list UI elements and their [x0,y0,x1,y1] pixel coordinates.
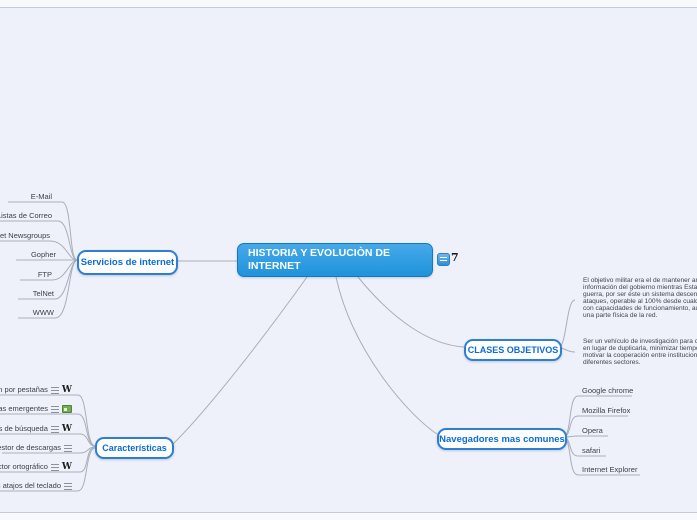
wikipedia-icon[interactable]: W [61,423,72,434]
topic-clases-objetivos[interactable]: CLASES OBJETIVOS [464,339,562,361]
leaf-topic-listas-de-correo[interactable]: Listas de Correo [0,211,52,220]
topic-navegadores-mas-comunes[interactable]: Navegadores mas comunes [437,428,567,450]
note-line: en lugar de duplicarla, minimizar tiempo [583,345,697,353]
leaf-topic-motores-de-busqueda[interactable]: Motores de búsqueda W [0,424,72,434]
notes-icon[interactable] [64,444,72,452]
leaf-topic-opera[interactable]: Opera [582,426,603,435]
topic-label: Características [102,443,167,453]
wikipedia-icon[interactable]: W [61,384,72,395]
notes-icon[interactable] [437,253,450,266]
leaf-topic-atajos-del-teclado[interactable]: Los atajos del teclado [0,481,72,491]
priority-7-icon[interactable]: 7 [451,251,459,264]
leaf-topic-ftp[interactable]: FTP [37,270,52,279]
topic-servicios-de-internet[interactable]: Servicios de internet [77,250,178,275]
leaf-topic-mozilla-firefox[interactable]: Mozilla Firefox [582,406,631,415]
note-topic-objetivo-militar[interactable]: El objetivo militar era el de mantener a… [583,277,697,320]
notes-icon[interactable] [51,405,59,413]
leaf-topic-gopher[interactable]: Gopher [30,250,56,259]
leaf-label: Los atajos del teclado [0,481,61,490]
leaf-topic-www[interactable]: WWW [32,308,54,317]
central-topic[interactable]: HISTORIA Y EVOLUCIÒN DE INTERNET [237,243,433,277]
leaf-topic-telnet[interactable]: TelNet [32,289,54,298]
leaf-topic-google-chrome[interactable]: Google chrome [582,386,634,395]
notes-icon[interactable] [50,386,59,394]
notes-icon[interactable] [50,463,59,471]
leaf-label: Gestor de descargas [0,443,61,452]
note-line: diferentes sectores. [583,359,641,367]
leaf-topic-email[interactable]: E-Mail [30,192,52,201]
wikipedia-icon[interactable]: W [61,461,72,472]
central-topic-title: HISTORIA Y EVOLUCIÒN DE INTERNET [248,247,390,272]
note-line: información del gobierno mientras Estad [583,284,697,292]
notes-icon[interactable] [64,482,72,490]
note-line: ataques, operable al 100% desde cualqu [583,298,697,306]
topic-label: Servicios de internet [80,257,175,268]
leaf-topic-usenet-newsgroups[interactable]: Usenet Newsgroups [0,231,50,240]
leaf-topic-internet-explorer[interactable]: Internet Explorer [582,465,638,474]
leaf-topic-gestor-de-descargas[interactable]: Gestor de descargas [0,443,72,453]
note-line: una parte física de la red. [583,312,658,320]
note-line: motivar la cooperación entre institucion… [583,352,697,360]
leaf-topic-navegacion-por-pestanas[interactable]: Navegación por pestañas W [0,385,72,395]
topic-caracteristicas[interactable]: Características [95,437,174,459]
notes-icon[interactable] [50,425,59,433]
topic-label: CLASES OBJETIVOS [467,345,559,355]
canvas-bottom-edge [0,512,697,520]
note-line: Ser un vehículo de investigación para co [583,338,697,345]
leaf-topic-ventanas-emergentes[interactable]: Bloqueo de ventanas emergentes [0,404,72,414]
leaf-topic-corrector-ortografico[interactable]: Corrector ortográfico W [0,462,72,472]
leaf-label: Navegación por pestañas [0,385,48,394]
leaf-label: Corrector ortográfico [0,462,48,471]
note-topic-vehiculo-investigacion[interactable]: Ser un vehículo de investigación para co… [583,338,697,366]
leaf-label: Motores de búsqueda [0,424,48,433]
image-icon[interactable] [62,405,72,413]
note-line: El objetivo militar era el de mantener a… [583,277,697,284]
leaf-topic-safari[interactable]: safari [582,446,601,455]
topic-label: Navegadores mas comunes [439,433,565,445]
leaf-label: Bloqueo de ventanas emergentes [0,404,48,413]
note-line: con capacidades de funcionamiento, aun [583,305,697,313]
note-line: guerra, por ser éste un sistema descentr [583,291,697,299]
canvas-top-edge [0,0,697,8]
